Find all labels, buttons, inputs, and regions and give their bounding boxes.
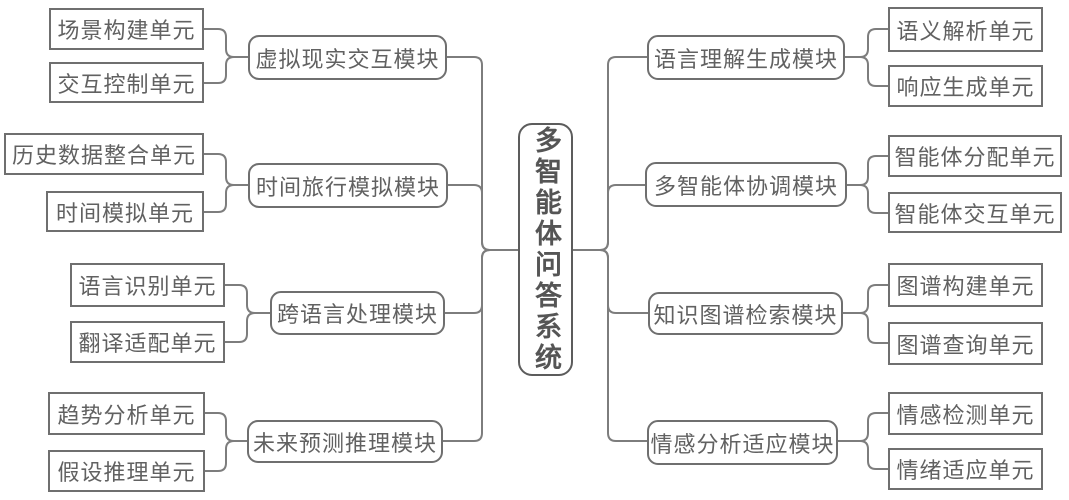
connector <box>204 56 248 84</box>
connector <box>838 412 888 442</box>
unit-node-trend-analysis: 趋势分析单元 <box>48 392 205 435</box>
unit-node-history-data-integration: 历史数据整合单元 <box>4 133 204 175</box>
module-node-cross-language-processing: 跨语言处理模块 <box>270 291 445 335</box>
unit-node-agent-interaction: 智能体交互单元 <box>888 192 1062 233</box>
module-node-language-understanding-generation: 语言理解生成模块 <box>647 35 845 80</box>
unit-node-time-simulation: 时间模拟单元 <box>46 191 204 232</box>
connector <box>225 284 270 314</box>
connector <box>843 284 888 314</box>
root-node-multi-agent-qa-system: 多智能体问答系统 <box>518 123 573 376</box>
unit-node-graph-query: 图谱查询单元 <box>888 322 1043 365</box>
connector <box>573 56 647 251</box>
module-node-multi-agent-coordination: 多智能体协调模块 <box>645 162 847 207</box>
module-node-time-travel-simulation: 时间旅行模拟模块 <box>248 163 448 208</box>
connector <box>845 28 888 58</box>
module-node-future-prediction-reasoning: 未来预测推理模块 <box>247 420 443 463</box>
connector <box>847 184 888 214</box>
module-node-sentiment-analysis-adaptation: 情感分析适应模块 <box>647 420 838 465</box>
connector <box>204 153 248 186</box>
unit-node-graph-construction: 图谱构建单元 <box>888 263 1043 307</box>
module-node-knowledge-graph-retrieval: 知识图谱检索模块 <box>648 292 843 335</box>
unit-node-semantic-parsing: 语义解析单元 <box>888 7 1043 52</box>
module-node-vr-interaction: 虚拟现实交互模块 <box>248 35 447 80</box>
unit-node-response-generation: 响应生成单元 <box>888 65 1043 107</box>
unit-node-mood-adaptation: 情绪适应单元 <box>888 448 1043 490</box>
connector <box>443 249 518 442</box>
unit-node-language-recognition: 语言识别单元 <box>70 263 225 307</box>
unit-node-translation-adaptation: 翻译适配单元 <box>70 321 225 363</box>
unit-node-scene-construction: 场景构建单元 <box>49 8 204 50</box>
unit-node-emotion-detection: 情感检测单元 <box>888 392 1043 435</box>
connector <box>573 249 648 314</box>
connector <box>205 412 247 442</box>
connector <box>838 440 888 470</box>
connector <box>225 312 270 343</box>
connector <box>205 440 247 472</box>
connector <box>845 56 888 87</box>
unit-node-hypothesis-reasoning: 假设推理单元 <box>48 450 205 492</box>
connector <box>204 28 248 58</box>
connector <box>573 249 647 442</box>
unit-node-interaction-control: 交互控制单元 <box>49 62 204 103</box>
unit-node-agent-allocation: 智能体分配单元 <box>888 135 1062 177</box>
connector <box>573 184 645 251</box>
connector <box>843 312 888 344</box>
connector <box>204 184 248 213</box>
connector <box>448 184 518 251</box>
connector <box>847 155 888 186</box>
